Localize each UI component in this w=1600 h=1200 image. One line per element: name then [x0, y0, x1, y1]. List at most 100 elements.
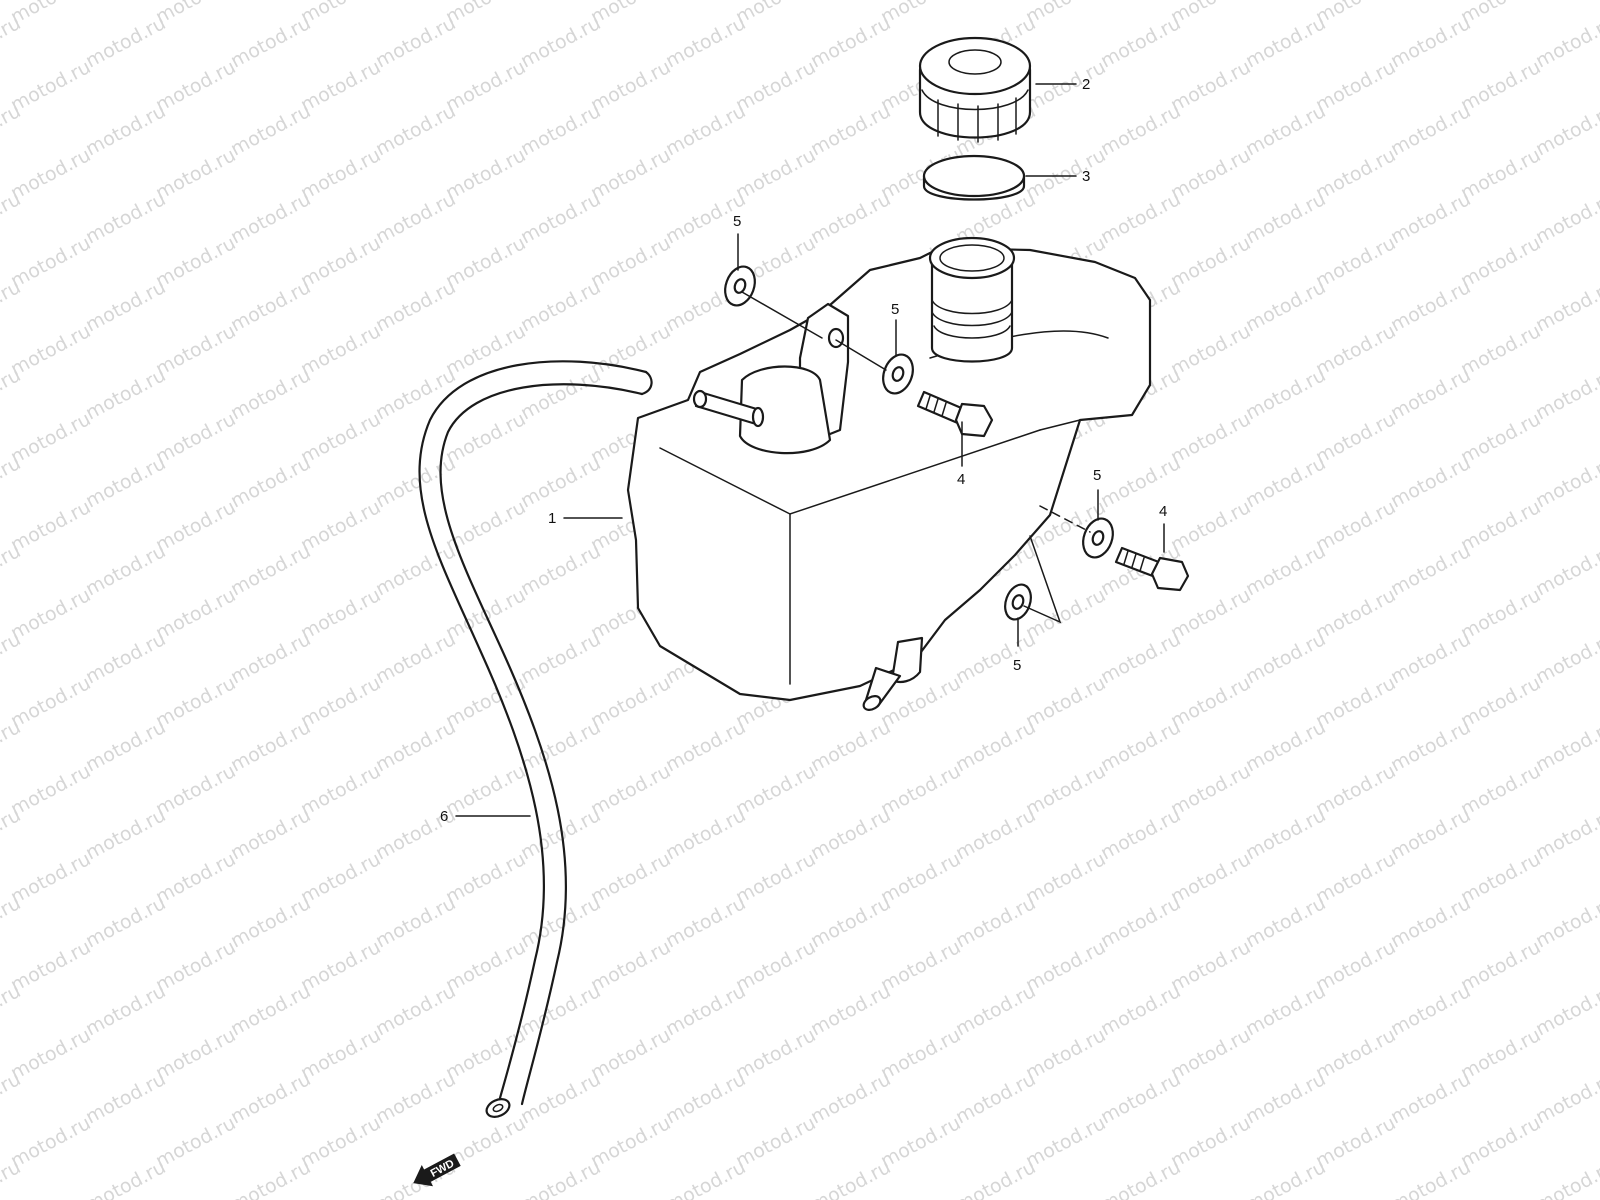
watermark-text: motod.ru [227, 12, 314, 72]
watermark-text: motod.ru [0, 1068, 24, 1128]
watermark-text: motod.ru [152, 760, 239, 820]
tank-part [626, 236, 1152, 711]
watermark-text: motod.ru [1532, 12, 1600, 72]
watermark-text: motod.ru [517, 980, 604, 1040]
watermark-text: motod.ru [1532, 276, 1600, 336]
watermark-text: motod.ru [1457, 496, 1544, 556]
watermark-text: motod.ru [662, 716, 749, 776]
watermark-text: motod.ru [0, 364, 24, 424]
watermark-text: motod.ru [1387, 628, 1474, 688]
watermark-text: motod.ru [1167, 1024, 1254, 1084]
watermark-text: motod.ru [1532, 540, 1600, 600]
watermark-text: motod.ru [227, 1156, 314, 1200]
fwd-arrow-icon [413, 1153, 461, 1187]
watermark-text: motod.ru [1022, 760, 1109, 820]
watermark-text: motod.ru [807, 980, 894, 1040]
watermark-text: motod.ru [227, 100, 314, 160]
watermark-text: motod.ru [1167, 496, 1254, 556]
callout-bolt-upper: 4 [957, 471, 965, 488]
watermark-text: motod.ru [297, 320, 384, 380]
watermark-text: motod.ru [1312, 496, 1399, 556]
watermark-text: motod.ru [662, 1156, 749, 1200]
watermark-text: motod.ru [1387, 1068, 1474, 1128]
watermark-text: motod.ru [1242, 1068, 1329, 1128]
watermark-text: motod.ru [1022, 144, 1109, 204]
watermark-text: motod.ru [732, 848, 819, 908]
watermark-text: motod.ru [587, 320, 674, 380]
watermark-text: motod.ru [1387, 364, 1474, 424]
watermark-text: motod.ru [0, 12, 24, 72]
watermark-text: motod.ru [1532, 1068, 1600, 1128]
watermark-text: motod.ru [1242, 276, 1329, 336]
watermark-text: motod.ru [297, 672, 384, 732]
watermark-text: motod.ru [732, 56, 819, 116]
watermark-text: motod.ru [1312, 760, 1399, 820]
watermark-text: motod.ru [662, 100, 749, 160]
watermark-text: motod.ru [1387, 540, 1474, 600]
watermark-text: motod.ru [152, 672, 239, 732]
watermark-text: motod.ru [442, 936, 529, 996]
watermark-text: motod.ru [1167, 56, 1254, 116]
watermark-text: motod.ru [877, 1024, 964, 1084]
watermark-text: motod.ru [1457, 0, 1544, 28]
watermark-text: motod.ru [1242, 364, 1329, 424]
watermark-text: motod.ru [1312, 320, 1399, 380]
watermark-text: motod.ru [517, 12, 604, 72]
watermark-text: motod.ru [372, 364, 459, 424]
watermark-text: motod.ru [1457, 144, 1544, 204]
watermark-text: motod.ru [1532, 892, 1600, 952]
watermark-text: motod.ru [227, 540, 314, 600]
watermark-text: motod.ru [372, 452, 459, 512]
watermark-text: motod.ru [0, 716, 24, 776]
watermark-text: motod.ru [587, 0, 674, 28]
watermark-text: motod.ru [1387, 892, 1474, 952]
watermark-text: motod.ru [1312, 408, 1399, 468]
watermark-text: motod.ru [1532, 364, 1600, 424]
hose-part [418, 360, 653, 1118]
watermark-text: motod.ru [1097, 804, 1184, 864]
watermark-text: motod.ru [1167, 936, 1254, 996]
watermark-text: motod.ru [1097, 100, 1184, 160]
watermark-text: motod.ru [1532, 628, 1600, 688]
watermark-text: motod.ru [7, 672, 94, 732]
watermark-text: motod.ru [82, 188, 169, 248]
watermark-text: motod.ru [297, 936, 384, 996]
watermark-text: motod.ru [372, 1068, 459, 1128]
watermark-text: motod.ru [7, 0, 94, 28]
fwd-arrow: FWD [413, 1153, 461, 1187]
washer-upper-left-part [724, 265, 756, 307]
watermark-text: motod.ru [1097, 892, 1184, 952]
watermark-text: motod.ru [7, 936, 94, 996]
watermark-text: motod.ru [442, 760, 529, 820]
watermark-text: motod.ru [1312, 232, 1399, 292]
watermark-text: motod.ru [1242, 804, 1329, 864]
watermark-text: motod.ru [877, 760, 964, 820]
watermark-text: motod.ru [517, 364, 604, 424]
watermark-text: motod.ru [1312, 936, 1399, 996]
watermark-text: motod.ru [807, 892, 894, 952]
watermark-text: motod.ru [517, 1068, 604, 1128]
watermark-text: motod.ru [807, 716, 894, 776]
watermark-text: motod.ru [517, 540, 604, 600]
watermark-text: motod.ru [227, 804, 314, 864]
watermark-text: motod.ru [1022, 584, 1109, 644]
watermark-text: motod.ru [1312, 672, 1399, 732]
watermark-text: motod.ru [1457, 232, 1544, 292]
watermark-text: motod.ru [297, 760, 384, 820]
watermark-text: motod.ru [1242, 188, 1329, 248]
watermark-text: motod.ru [1387, 452, 1474, 512]
watermark-text: motod.ru [732, 760, 819, 820]
watermark-text: motod.ru [1532, 716, 1600, 776]
watermark-text: motod.ru [732, 0, 819, 28]
watermark-text: motod.ru [662, 12, 749, 72]
watermark-text: motod.ru [1457, 584, 1544, 644]
watermark-text: motod.ru [1167, 408, 1254, 468]
watermark-text: motod.ru [1242, 540, 1329, 600]
watermark-text: motod.ru [1097, 1068, 1184, 1128]
watermark-text: motod.ru [7, 496, 94, 556]
watermark-text: motod.ru [587, 672, 674, 732]
watermark-text: motod.ru [1532, 188, 1600, 248]
watermark-text: motod.ru [1242, 452, 1329, 512]
watermark-text: motod.ru [952, 1156, 1039, 1200]
watermark-text: motod.ru [1022, 1024, 1109, 1084]
